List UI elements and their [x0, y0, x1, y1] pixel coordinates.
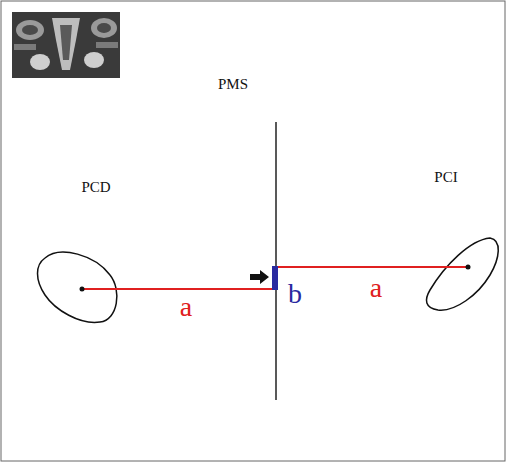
distance-label: a: [180, 293, 192, 321]
center-dot: [80, 287, 85, 292]
side-label: PCD: [81, 180, 110, 195]
ct-thumbnail: [12, 12, 120, 78]
distance-line: [82, 288, 272, 290]
center-dot: [466, 265, 471, 270]
distance-label: a: [370, 274, 382, 302]
side-label: PCI: [434, 170, 457, 185]
pointer-arrow: [250, 270, 269, 284]
right-condyle-outline: [426, 238, 498, 310]
difference-label: b: [288, 280, 302, 308]
left-condyle-outline: [38, 252, 117, 322]
distance-line: [278, 266, 468, 268]
midsagittal-line: [275, 122, 277, 400]
difference-segment: [272, 266, 278, 290]
plane-label: PMS: [218, 77, 248, 92]
